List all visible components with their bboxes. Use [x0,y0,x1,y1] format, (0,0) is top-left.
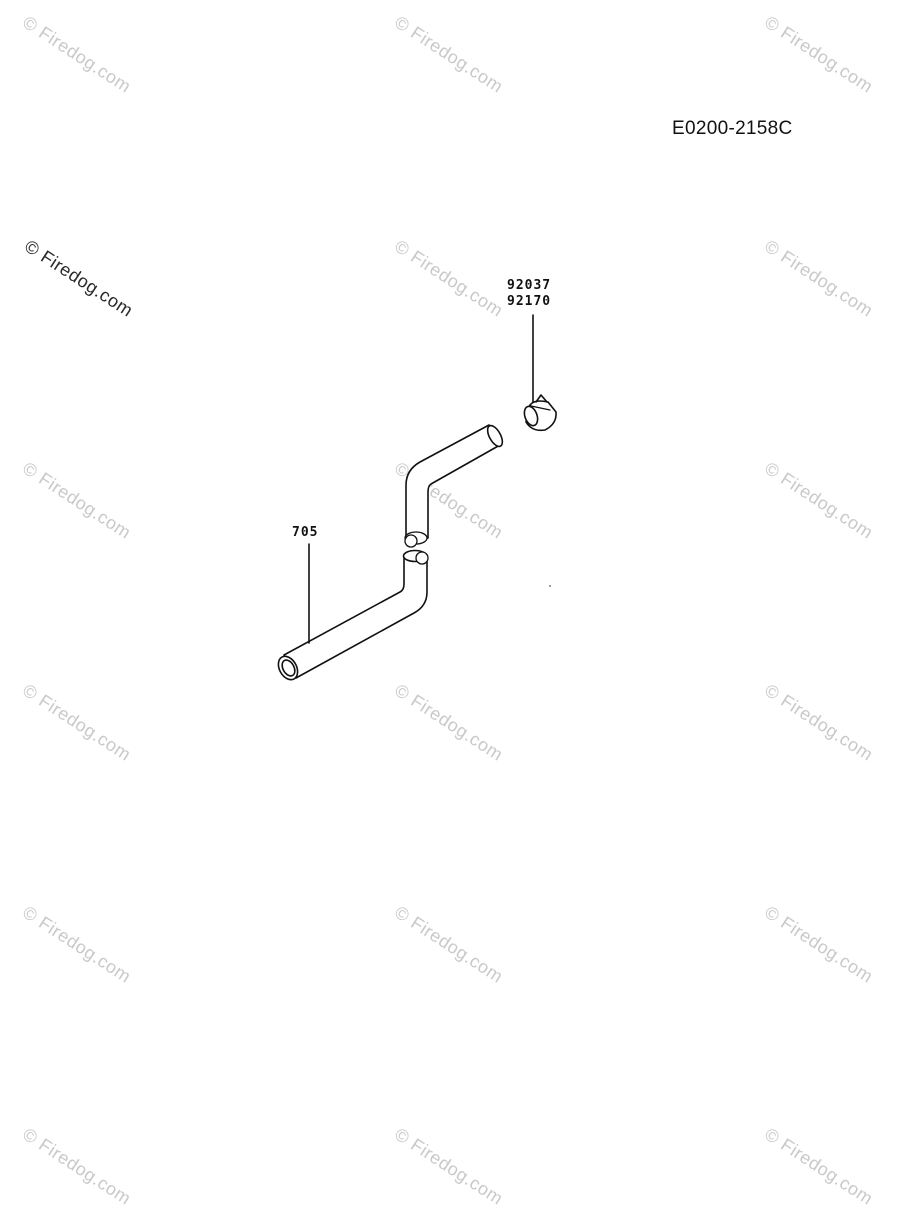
hose-upper-segment[interactable] [404,423,505,548]
hose-clamp[interactable] [522,394,557,432]
diagram-id: E0200-2158C [672,118,793,139]
stray-dot [549,585,551,587]
part-number-92170: 92170 [507,294,552,309]
part-number-705: 705 [292,525,319,540]
hose-lower-segment[interactable] [275,549,429,684]
part-number-92037: 92037 [507,278,552,293]
